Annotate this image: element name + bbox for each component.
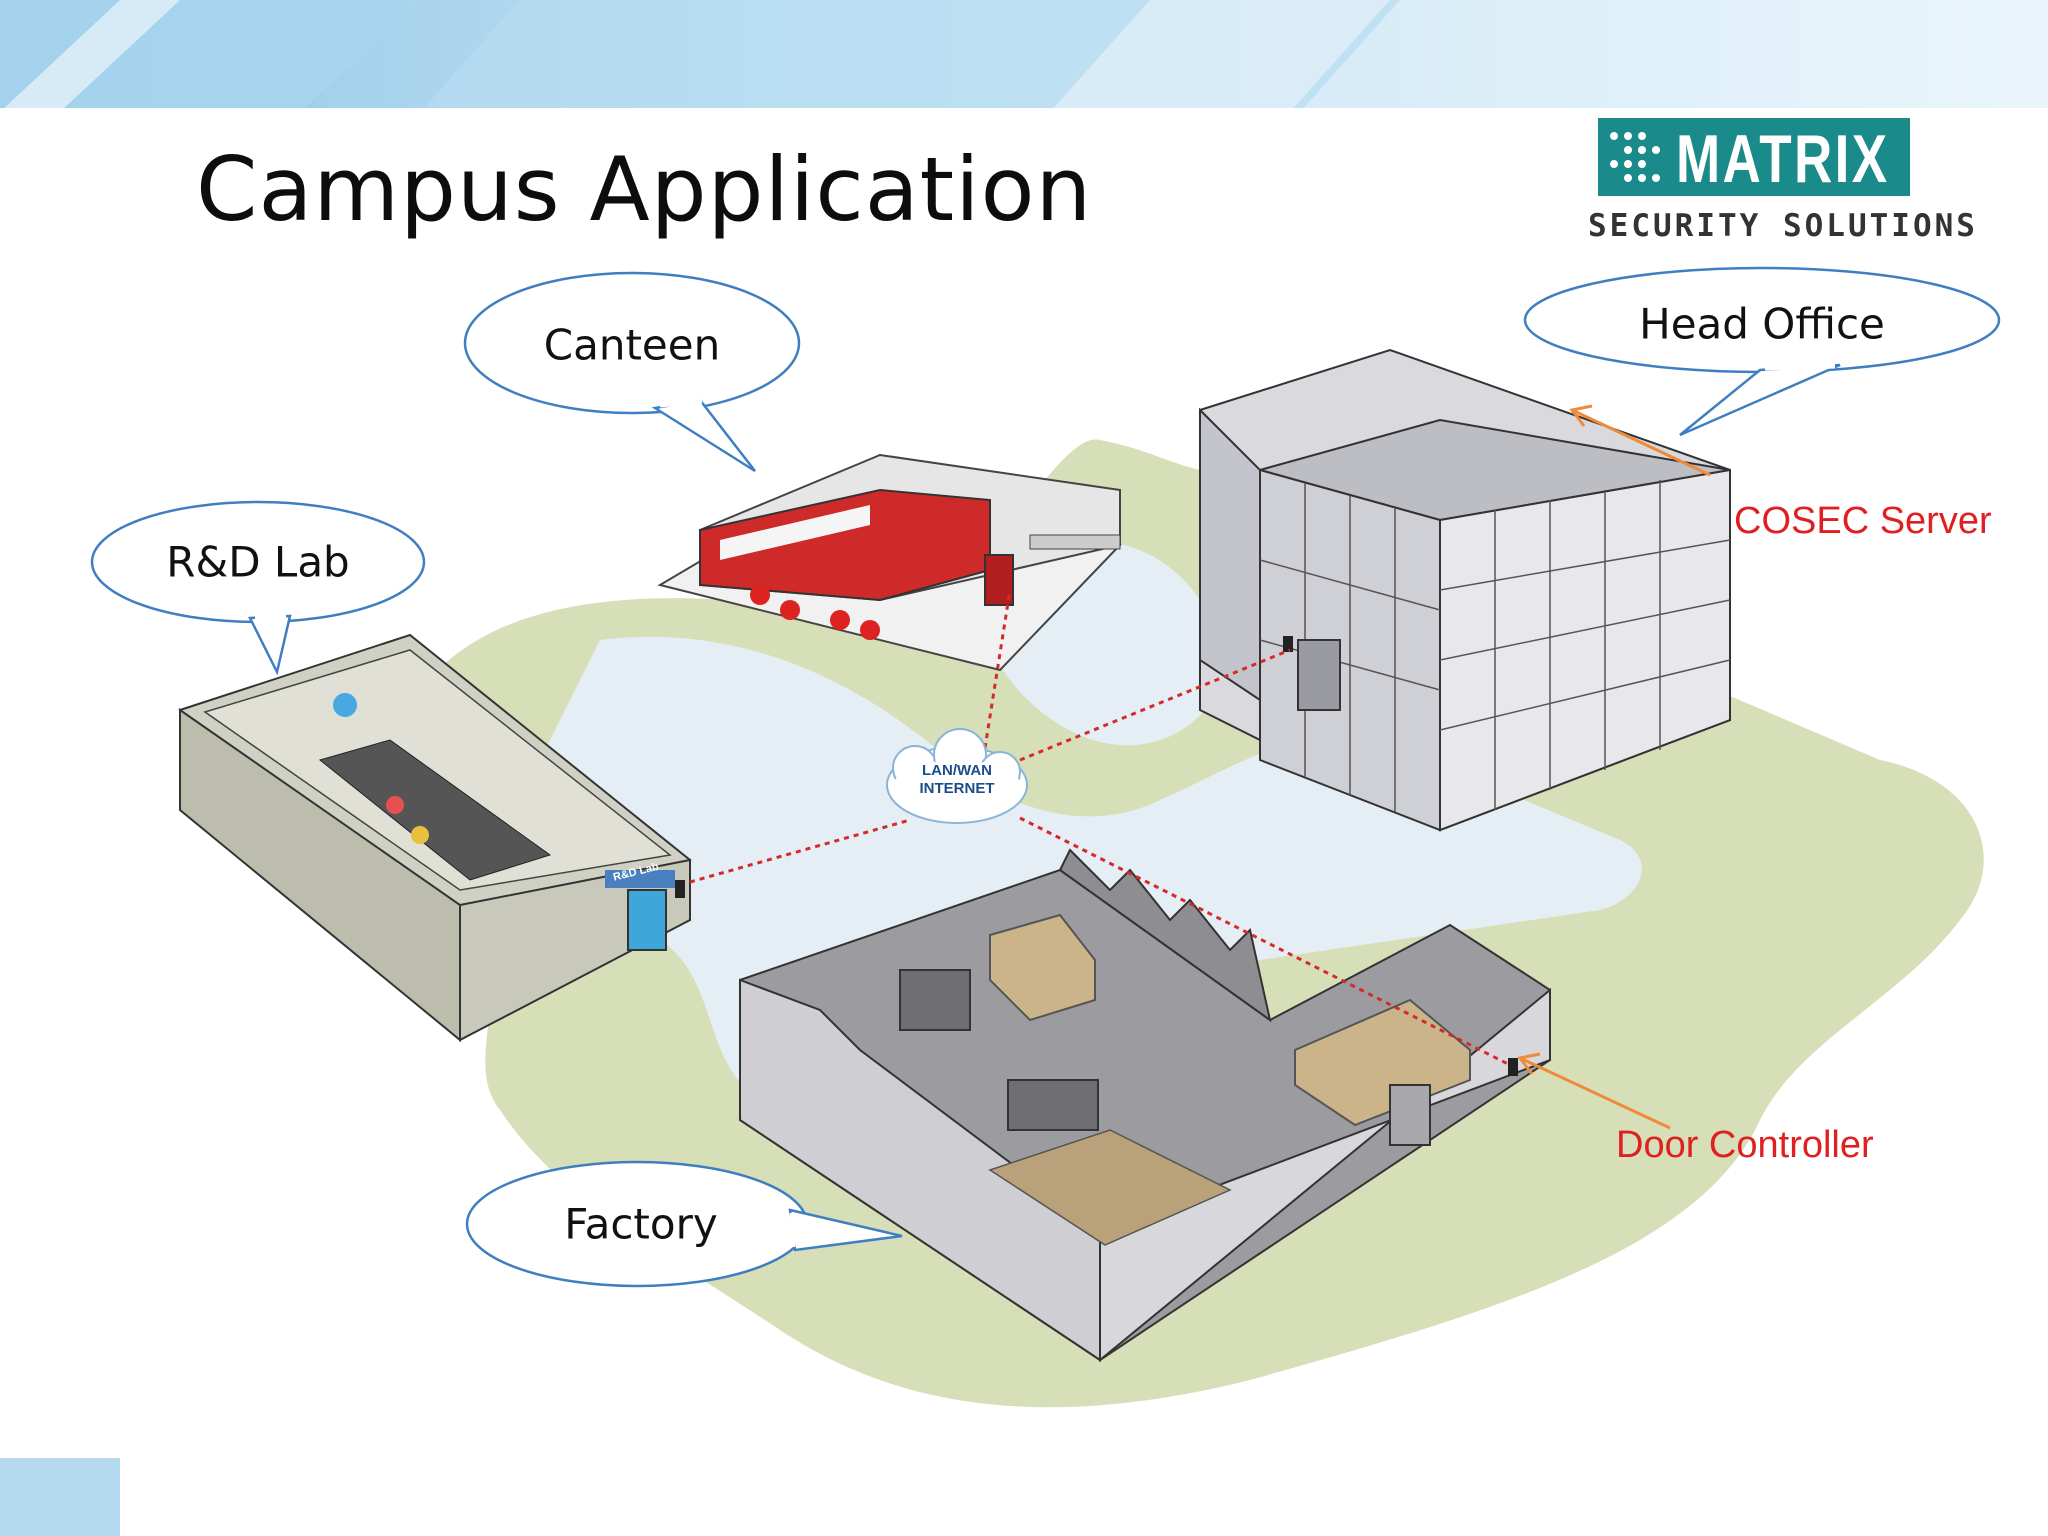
callout-head-office <box>1523 266 2001 437</box>
network-links <box>689 589 1511 1067</box>
corner-block <box>0 1458 120 1536</box>
slide-title: Campus Application <box>196 138 1093 241</box>
logo-wordmark: MATRIX <box>1676 121 1890 197</box>
network-cloud-label: LAN/WAN INTERNET <box>920 762 995 798</box>
callout-canteen <box>463 271 801 473</box>
factory-building <box>739 848 1551 1363</box>
logo-tagline: SECURITY SOLUTIONS <box>1588 208 1978 244</box>
callout-factory <box>465 1160 903 1288</box>
network-line2: INTERNET <box>919 780 995 797</box>
head-office-building <box>1199 348 1731 832</box>
network-line1: LAN/WAN <box>922 762 992 779</box>
cosec-server-label: COSEC Server <box>1734 500 1992 542</box>
callout-label-rd-lab: R&D Lab <box>166 537 350 587</box>
lan-wan-cloud <box>886 728 1028 824</box>
door-controller-label: Door Controller <box>1616 1124 1874 1166</box>
rd-lab-building <box>178 633 692 1043</box>
callout-label-head-office: Head Office <box>1639 299 1885 349</box>
matrix-logo: MATRIX <box>1598 118 1910 197</box>
callout-label-canteen: Canteen <box>543 320 721 370</box>
door-controller-arrow <box>1517 1052 1671 1130</box>
callout-label-factory: Factory <box>564 1199 718 1249</box>
logo-dots-icon <box>1610 132 1660 182</box>
callout-rd-lab <box>90 500 426 676</box>
header-band <box>0 0 2048 112</box>
cosec-server-arrow <box>1569 404 1711 477</box>
